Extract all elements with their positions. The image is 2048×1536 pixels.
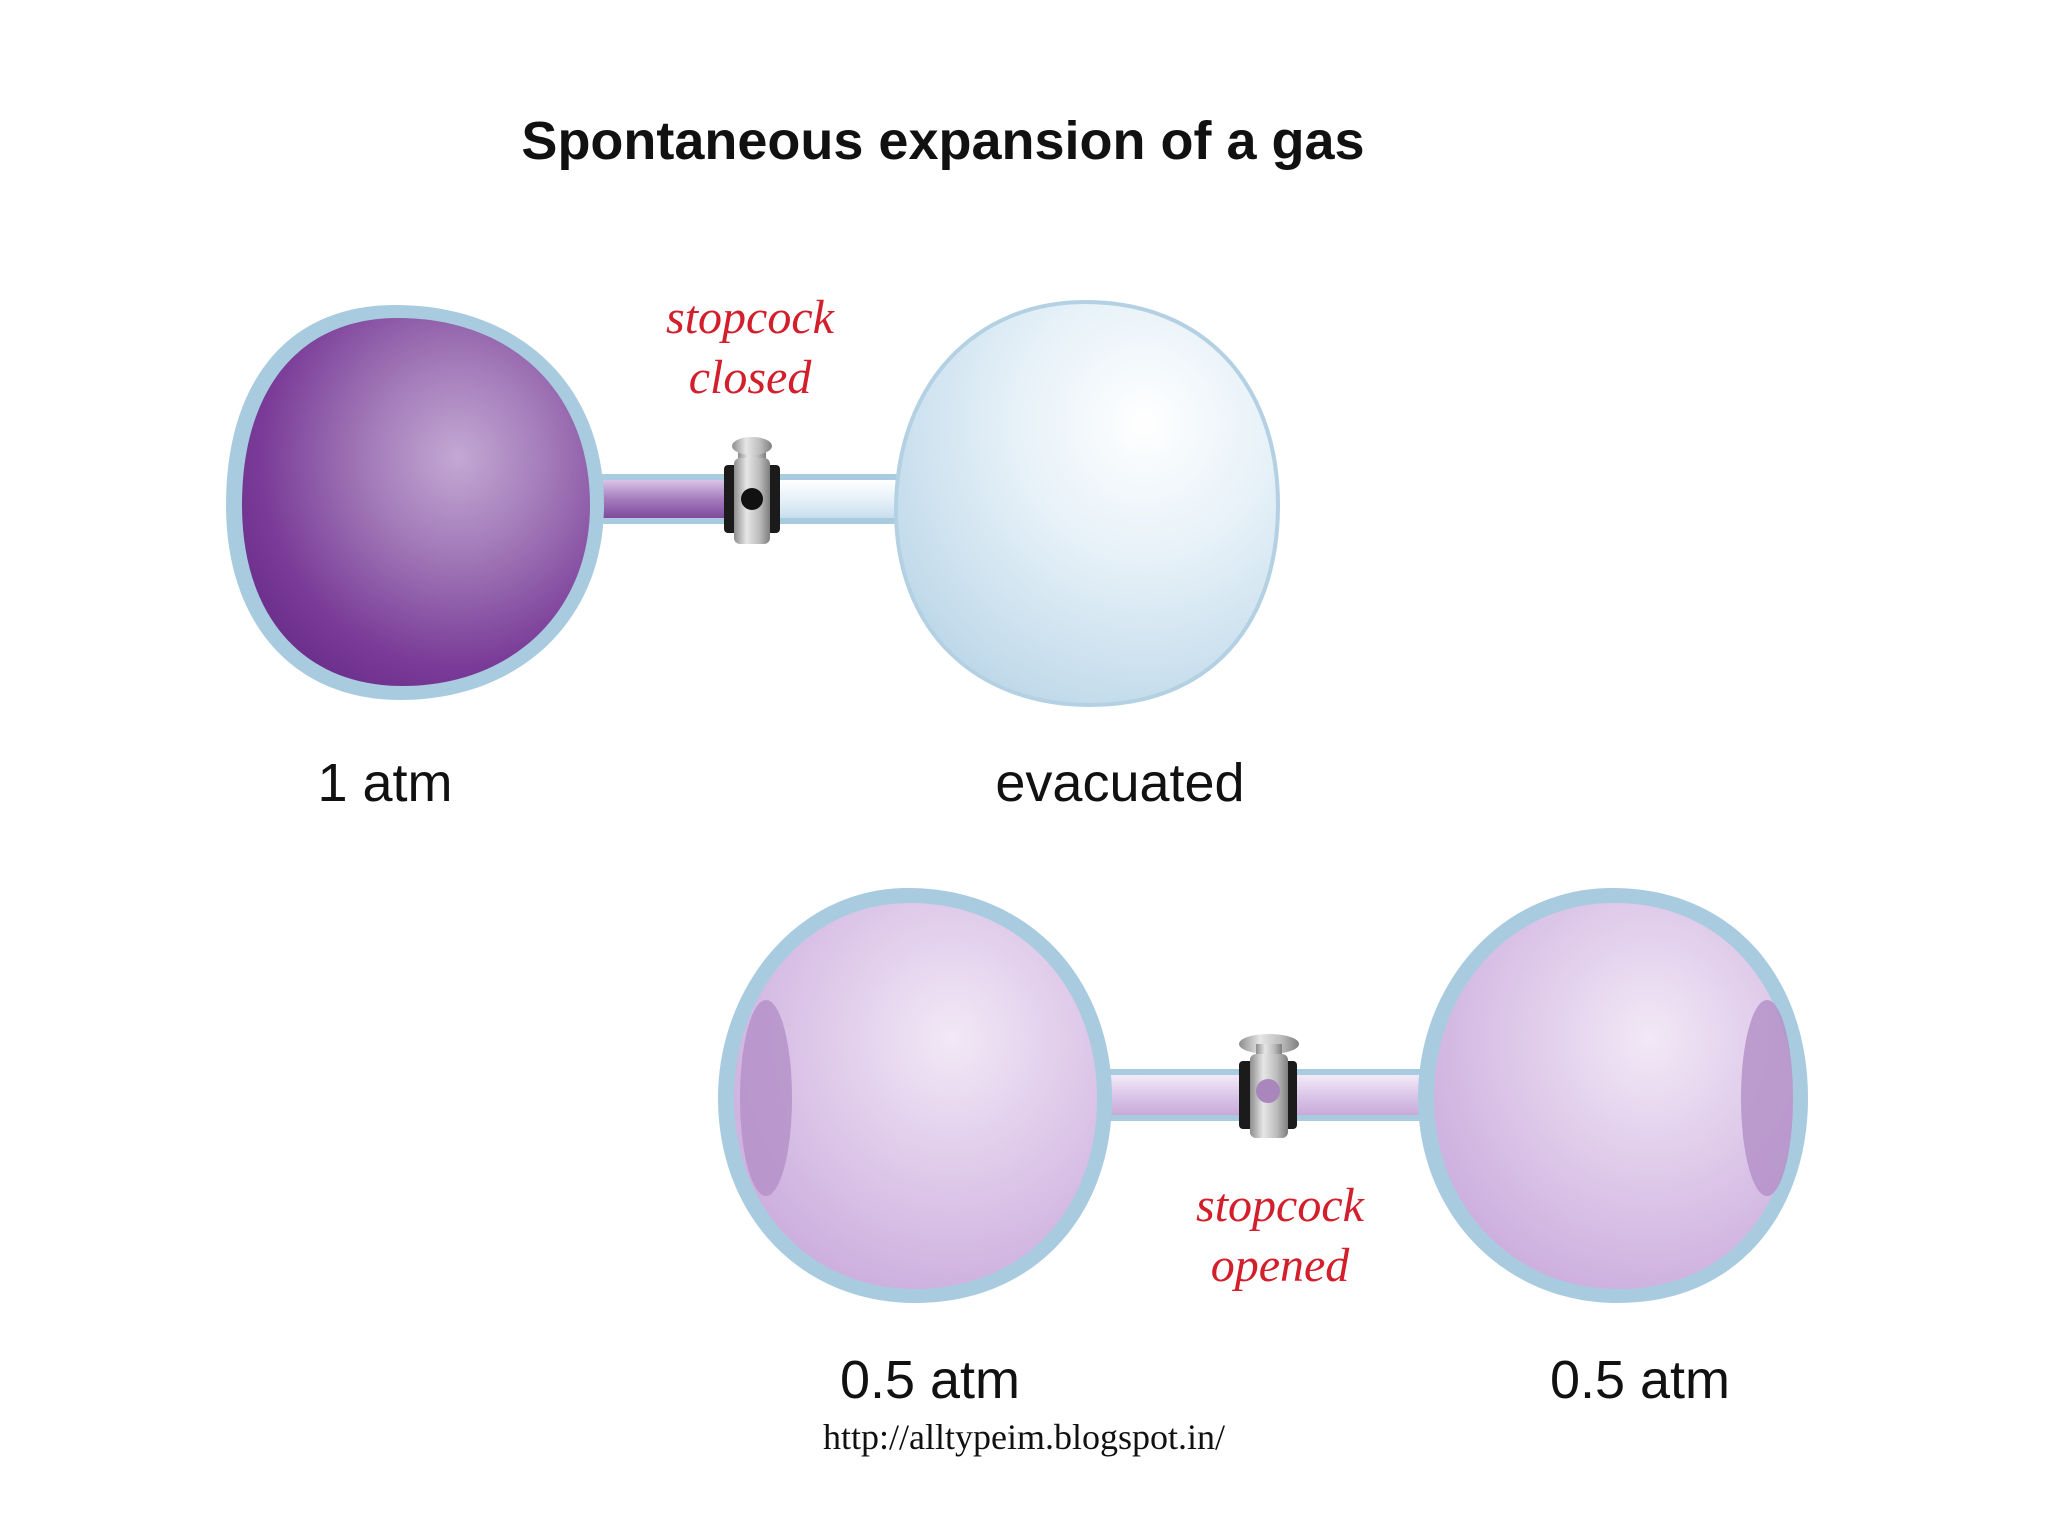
bottom-left-flask-gas xyxy=(718,888,1112,1303)
top-setup xyxy=(226,299,1281,708)
top-stopcock-label-line1: stopcock xyxy=(666,291,834,344)
top-left-flask-dense-gas xyxy=(226,305,604,700)
top-left-pressure-label: 1 atm xyxy=(317,753,453,813)
diagram-title: Spontaneous expansion of a gas xyxy=(521,111,1365,171)
bottom-stopcock-label-line1: stopcock xyxy=(1196,1179,1364,1232)
top-stopcock-closed xyxy=(724,437,780,544)
top-stopcock-label: stopcock closed xyxy=(650,288,850,408)
bottom-setup xyxy=(718,888,1808,1303)
bottom-stopcock-opened xyxy=(1239,1034,1299,1138)
bottom-stopcock-label-line2: opened xyxy=(1210,1239,1350,1292)
source-url: http://alltypeim.blogspot.in/ xyxy=(823,1417,1225,1457)
top-stopcock-label-line2: closed xyxy=(688,351,812,404)
bottom-left-pressure-label: 0.5 atm xyxy=(839,1350,1021,1410)
top-right-pressure-label: evacuated xyxy=(995,753,1245,813)
top-right-flask-evacuated xyxy=(893,299,1281,708)
bottom-right-flask-gas xyxy=(1418,888,1808,1303)
bottom-stopcock-label: stopcock opened xyxy=(1175,1176,1385,1296)
bottom-right-pressure-label: 0.5 atm xyxy=(1549,1350,1731,1410)
